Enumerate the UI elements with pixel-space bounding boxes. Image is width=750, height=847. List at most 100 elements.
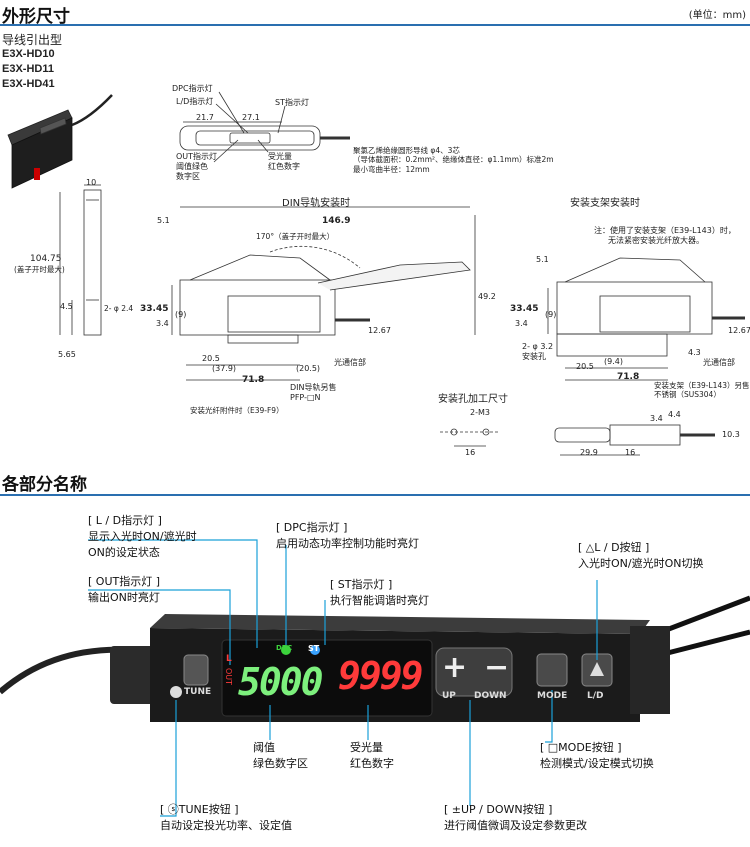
mode-title: [ □MODE按钮 ] bbox=[540, 741, 622, 754]
threshold-line-2: 绿色数字区 bbox=[253, 756, 308, 770]
out-title: [ OUT指示灯 ] bbox=[88, 575, 161, 588]
callout-mode-button: [ □MODE按钮 ] 检测模式/设定模式切换 bbox=[540, 740, 654, 772]
bracket-hole-1: 2- φ 3.2 bbox=[522, 342, 554, 351]
out-line-2: 阈值绿色 bbox=[176, 162, 208, 171]
bracket-dim-4-3: 4.3 bbox=[688, 348, 701, 357]
bracket-part-1: 安装支架（E39-L143）另售 bbox=[654, 381, 750, 390]
ld-title: [ L / D指示灯 ] bbox=[88, 514, 162, 527]
dim-5-65: 5.65 bbox=[58, 350, 76, 359]
indicator-l: L bbox=[226, 654, 232, 664]
dim-10: 10 bbox=[86, 178, 97, 187]
mode-button[interactable] bbox=[537, 654, 567, 686]
bracket-hole-2: 安装孔 bbox=[522, 352, 546, 361]
threshold-display: 5000 bbox=[238, 660, 324, 704]
bracket-note-block: 注：使用了安装支架（E39-L143）时， 无法紧密安装光纤放大器。 bbox=[594, 226, 736, 246]
din-dim-146-9: 146.9 bbox=[322, 216, 351, 226]
conn-dim-3-4: 3.4 bbox=[650, 414, 663, 423]
up-label: UP bbox=[442, 691, 456, 701]
bracket-dim-5-1: 5.1 bbox=[536, 255, 549, 264]
out-desc: 输出ON时亮灯 bbox=[88, 590, 160, 604]
bracket-dim-20-5: 20.5 bbox=[576, 362, 594, 371]
received-line-1: 受光量 bbox=[350, 741, 383, 754]
rail-line-1: DIN导轨另售 bbox=[290, 383, 337, 392]
callout-tune-button: [ ⓢTUNE按钮 ] 自动设定投光功率、设定值 bbox=[160, 802, 292, 834]
model-1: E3X-HD10 bbox=[2, 48, 55, 60]
top-view-drawing bbox=[179, 91, 350, 163]
mounting-hole-drawing bbox=[440, 428, 500, 447]
din-dim-20-5: 20.5 bbox=[202, 354, 220, 363]
out-line-3: 数字区 bbox=[176, 172, 200, 181]
dim-21-7: 21.7 bbox=[196, 113, 214, 122]
hole-2x2-4: 2- φ 2.4 bbox=[104, 304, 134, 313]
bracket-note-2: 无法紧密安装光纤放大器。 bbox=[608, 236, 704, 245]
ldbtn-title: [ △L / D按钮 ] bbox=[578, 541, 650, 554]
din-angle: 170°（盖子开时最大） bbox=[256, 232, 335, 241]
callout-out-indicator: [ OUT指示灯 ] 输出ON时亮灯 bbox=[88, 574, 160, 606]
din-rail-block: DIN导轨另售 PFP-□N bbox=[290, 383, 337, 403]
model-2: E3X-HD11 bbox=[2, 63, 54, 75]
product-photo bbox=[7, 94, 113, 189]
din-dim-5-1: 5.1 bbox=[157, 216, 170, 225]
bracket-title: 安装支架安装时 bbox=[570, 198, 640, 209]
din-dim-49-2: 49.2 bbox=[478, 292, 496, 301]
ld-desc-2: ON的设定状态 bbox=[88, 545, 160, 559]
bracket-note-1: 注：使用了安装支架（E39-L143）时， bbox=[594, 226, 736, 235]
st-desc: 执行智能调谐时亮灯 bbox=[330, 593, 429, 607]
indicator-dpc: DPC bbox=[276, 644, 293, 652]
ld-button[interactable] bbox=[582, 654, 612, 686]
conn-dim-16: 16 bbox=[625, 448, 636, 457]
holes-m3: 2-M3 bbox=[470, 408, 490, 417]
mode-desc: 检测模式/设定模式切换 bbox=[540, 756, 654, 770]
up-button[interactable]: + bbox=[442, 650, 468, 685]
bracket-part-2: 不锈钢（SUS304） bbox=[654, 390, 721, 400]
din-dim-12-67: 12.67 bbox=[368, 326, 391, 335]
cover-open-note: (盖子开时最大) bbox=[14, 265, 65, 274]
bracket-drawing bbox=[547, 257, 745, 381]
din-dim-3-4: 3.4 bbox=[156, 319, 169, 328]
tune-title: [ ⓢTUNE按钮 ] bbox=[160, 803, 239, 816]
ld-indicator-label: L/D指示灯 bbox=[176, 97, 214, 106]
conn-dim-10-3: 10.3 bbox=[722, 430, 740, 439]
tune-label: TUNE bbox=[184, 687, 212, 697]
dim-27-1: 27.1 bbox=[242, 113, 260, 122]
cable-spec-block: 聚氯乙烯绝缘圆形导线 φ4、3芯 （导体截面积：0.2mm²、绝缘体直径：φ1.… bbox=[353, 146, 554, 174]
recv-line-1: 受光量 bbox=[268, 152, 292, 161]
bracket-dim-71-8: 71.8 bbox=[617, 372, 640, 382]
received-line-2: 红色数字 bbox=[350, 756, 394, 770]
model-3: E3X-HD41 bbox=[2, 78, 55, 90]
threshold-line-1: 阈值 bbox=[253, 741, 275, 754]
st-title: [ ST指示灯 ] bbox=[330, 578, 393, 591]
dim-104-75: 104.75 bbox=[30, 254, 62, 264]
down-button[interactable]: − bbox=[484, 650, 510, 685]
ld-desc-1: 显示入光时ON/遮光时 bbox=[88, 529, 197, 543]
din-light-comm: 光通信部 bbox=[334, 358, 366, 367]
bracket-light-comm: 光通信部 bbox=[703, 358, 735, 367]
subtitle: 导线引出型 bbox=[2, 33, 63, 47]
din-dim-71-8: 71.8 bbox=[242, 375, 265, 385]
din-fiber-accessory: 安装光纤附件时（E39-F9） bbox=[190, 406, 284, 415]
din-dim-9: (9) bbox=[175, 310, 187, 319]
holes-title: 安装孔加工尺寸 bbox=[438, 394, 508, 405]
received-light-block: 受光量 红色数字 bbox=[268, 152, 300, 172]
dpc-title: [ DPC指示灯 ] bbox=[276, 521, 348, 534]
rail-line-2: PFP-□N bbox=[290, 393, 321, 402]
cable-line-2: （导体截面积：0.2mm²、绝缘体直径：φ1.1mm）标准2m bbox=[353, 155, 554, 165]
down-label: DOWN bbox=[474, 691, 507, 701]
callout-st-indicator: [ ST指示灯 ] 执行智能调谐时亮灯 bbox=[330, 577, 429, 609]
bracket-dim-12-67: 12.67 bbox=[728, 326, 750, 335]
indicator-st: ST bbox=[308, 644, 320, 653]
updown-desc: 进行阈值微调及设定参数更改 bbox=[444, 818, 587, 832]
tune-button[interactable] bbox=[184, 655, 208, 685]
bracket-dim-9: (9) bbox=[545, 310, 557, 319]
tune-desc: 自动设定投光功率、设定值 bbox=[160, 818, 292, 832]
st-indicator-label: ST指示灯 bbox=[275, 98, 309, 107]
indicator-out: OUT bbox=[224, 668, 233, 686]
bracket-dim-3-4: 3.4 bbox=[515, 319, 528, 328]
din-title: DIN导轨安装时 bbox=[282, 198, 351, 209]
din-rail-drawing bbox=[171, 206, 476, 381]
section-title-dimensions: 外形尺寸 bbox=[2, 7, 70, 27]
cable-line-1: 聚氯乙烯绝缘圆形导线 φ4、3芯 bbox=[353, 146, 460, 155]
callout-ld-button: [ △L / D按钮 ] 入光时ON/遮光时ON切换 bbox=[578, 540, 703, 572]
